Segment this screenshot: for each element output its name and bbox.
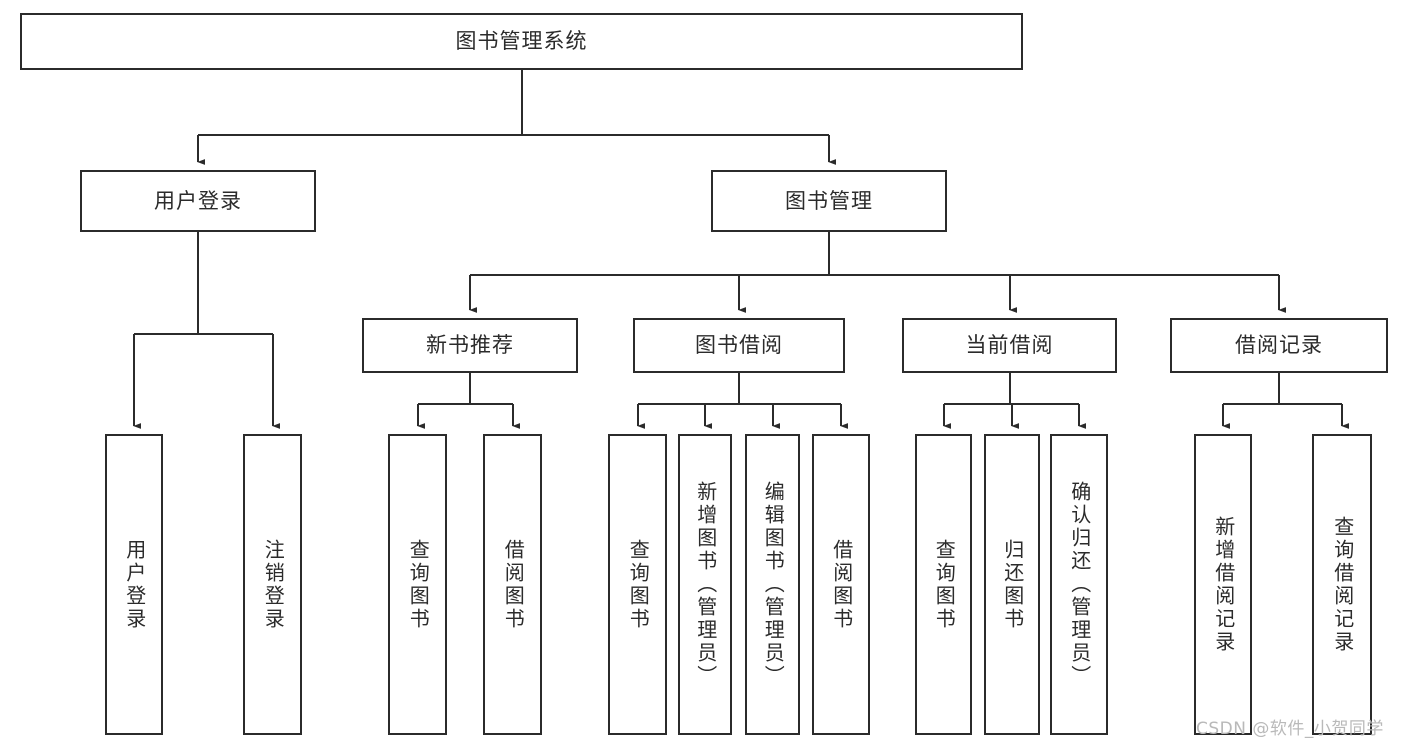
node-c2[interactable]: 归还图书 — [984, 434, 1040, 735]
node-label-l1: 用户登录 — [122, 538, 147, 631]
node-label-b3: 编辑图书（管理员） — [761, 481, 786, 688]
node-b4[interactable]: 借阅图书 — [812, 434, 870, 735]
node-bookmgmt[interactable]: 图书管理 — [711, 170, 947, 232]
node-label-c2: 归还图书 — [1000, 538, 1025, 631]
node-label-bookmgmt: 图书管理 — [785, 188, 873, 213]
node-label-login: 用户登录 — [154, 188, 242, 213]
node-label-n1: 查询图书 — [406, 538, 431, 631]
node-current[interactable]: 当前借阅 — [902, 318, 1117, 373]
node-r1[interactable]: 新增借阅记录 — [1194, 434, 1252, 735]
node-c3[interactable]: 确认归还（管理员） — [1050, 434, 1108, 735]
node-login[interactable]: 用户登录 — [80, 170, 316, 232]
node-label-b4: 借阅图书 — [829, 538, 854, 631]
node-l1[interactable]: 用户登录 — [105, 434, 163, 735]
node-b2[interactable]: 新增图书（管理员） — [678, 434, 732, 735]
node-label-c3: 确认归还（管理员） — [1067, 481, 1092, 688]
node-b1[interactable]: 查询图书 — [608, 434, 667, 735]
node-record[interactable]: 借阅记录 — [1170, 318, 1388, 373]
node-n1[interactable]: 查询图书 — [388, 434, 447, 735]
node-label-c1: 查询图书 — [932, 538, 957, 631]
node-label-root: 图书管理系统 — [455, 29, 588, 54]
node-label-newbook: 新书推荐 — [426, 333, 514, 358]
node-label-r2: 查询借阅记录 — [1330, 515, 1355, 654]
node-r2[interactable]: 查询借阅记录 — [1312, 434, 1372, 735]
node-newbook[interactable]: 新书推荐 — [362, 318, 578, 373]
node-n2[interactable]: 借阅图书 — [483, 434, 542, 735]
node-label-current: 当前借阅 — [965, 333, 1054, 358]
node-label-record: 借阅记录 — [1235, 333, 1323, 358]
node-label-l2: 注销登录 — [261, 538, 286, 631]
node-borrow[interactable]: 图书借阅 — [633, 318, 845, 373]
node-root[interactable]: 图书管理系统 — [20, 13, 1023, 70]
node-b3[interactable]: 编辑图书（管理员） — [745, 434, 800, 735]
node-label-b2: 新增图书（管理员） — [693, 481, 718, 688]
node-label-r1: 新增借阅记录 — [1211, 515, 1236, 654]
node-l2[interactable]: 注销登录 — [243, 434, 302, 735]
node-label-b1: 查询图书 — [626, 538, 651, 631]
node-label-borrow: 图书借阅 — [695, 333, 783, 358]
node-c1[interactable]: 查询图书 — [915, 434, 972, 735]
node-label-n2: 借阅图书 — [501, 538, 526, 631]
